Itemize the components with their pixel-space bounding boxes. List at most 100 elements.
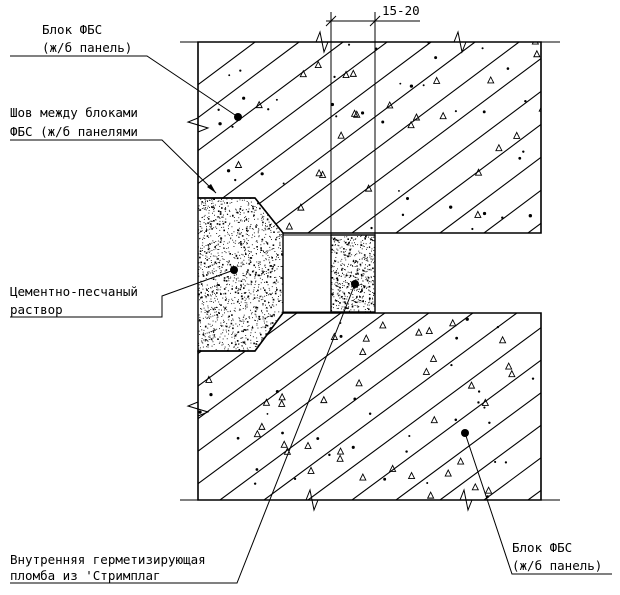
- stipple-dot: [211, 206, 213, 208]
- stipple-dot: [347, 274, 349, 276]
- stipple-dot: [222, 222, 225, 225]
- stipple-dot: [253, 294, 255, 296]
- stipple-dot: [369, 281, 371, 282]
- stipple-dot: [357, 305, 359, 307]
- stipple-dot: [258, 228, 260, 230]
- stipple-dot: [265, 271, 267, 272]
- stipple-dot: [238, 299, 239, 301]
- stipple-dot: [254, 276, 256, 278]
- stipple-dot: [252, 255, 254, 256]
- stipple-dot: [349, 250, 351, 251]
- stipple-dot: [277, 345, 279, 348]
- stipple-dot: [200, 308, 201, 310]
- stipple-dot: [358, 310, 360, 312]
- stipple-dot: [212, 272, 214, 274]
- stipple-dot: [237, 233, 239, 235]
- stipple-dot: [263, 218, 264, 220]
- stipple-dot: [210, 298, 212, 300]
- stipple-dot: [201, 227, 203, 229]
- stipple-dot: [362, 280, 364, 282]
- stipple-dot: [240, 337, 242, 339]
- stipple-dot: [334, 283, 336, 285]
- stipple-dot: [216, 307, 218, 308]
- stipple-dot: [339, 283, 340, 285]
- stipple-dot: [217, 316, 219, 318]
- stipple-dot: [225, 329, 227, 331]
- stipple-dot: [248, 251, 250, 252]
- stipple-dot: [208, 271, 210, 273]
- stipple-dot: [338, 241, 340, 243]
- stipple-dot: [240, 301, 242, 303]
- stipple-dot: [339, 294, 341, 296]
- stipple-dot: [268, 337, 269, 338]
- stipple-dot: [210, 243, 211, 245]
- stipple-dot: [341, 268, 343, 270]
- stipple-dot: [202, 346, 204, 348]
- stipple-dot: [270, 198, 272, 200]
- stipple-dot: [204, 312, 206, 313]
- stipple-dot: [203, 208, 205, 210]
- stipple-dot: [234, 310, 236, 312]
- aggregate-mark: [398, 189, 400, 192]
- stipple-dot: [370, 269, 372, 271]
- stipple-dot: [271, 248, 273, 250]
- stipple-dot: [261, 309, 263, 311]
- stipple-dot: [270, 306, 272, 309]
- stipple-dot: [354, 255, 356, 257]
- stipple-dot: [280, 248, 281, 249]
- stipple-dot: [266, 250, 268, 252]
- stipple-dot: [200, 280, 202, 282]
- stipple-dot: [267, 250, 269, 252]
- stipple-dot: [282, 213, 283, 215]
- stipple-dot: [233, 310, 235, 311]
- stipple-dot: [347, 271, 349, 273]
- stipple-dot: [247, 328, 249, 330]
- stipple-dot: [231, 199, 233, 200]
- stipple-dot: [233, 246, 235, 247]
- stipple-dot: [347, 308, 349, 310]
- stipple-dot: [340, 251, 342, 253]
- hatch-line: [351, 42, 541, 233]
- stipple-dot: [203, 329, 205, 331]
- stipple-dot: [274, 292, 277, 295]
- stipple-dot: [227, 344, 229, 345]
- stipple-dot: [277, 257, 279, 258]
- stipple-dot: [354, 262, 356, 263]
- stipple-dot: [364, 237, 366, 239]
- stipple-dot: [373, 305, 375, 307]
- stipple-dot: [201, 308, 203, 310]
- stipple-dot: [250, 332, 252, 334]
- aggregate-mark: [504, 461, 508, 464]
- stipple-dot: [241, 293, 243, 294]
- stipple-dot: [232, 318, 234, 320]
- stipple-dot: [204, 295, 206, 297]
- stipple-dot: [346, 298, 348, 300]
- stipple-dot: [202, 334, 204, 336]
- stipple-dot: [366, 279, 368, 281]
- aggregate-mark: [399, 82, 402, 85]
- mortar-stipple: [331, 235, 375, 312]
- stipple-dot: [259, 300, 260, 302]
- stipple-dot: [270, 223, 272, 225]
- stipple-dot: [241, 244, 243, 246]
- leader-lines: [10, 55, 612, 584]
- aggregate-mark: [255, 100, 263, 109]
- stipple-dot: [224, 202, 225, 204]
- stipple-dot: [205, 230, 207, 232]
- stipple-dot: [212, 334, 214, 336]
- stipple-dot: [203, 332, 204, 334]
- stipple-dot: [373, 288, 375, 290]
- stipple-dot: [217, 284, 219, 286]
- stipple-dot: [348, 307, 349, 309]
- stipple-dot: [256, 297, 258, 299]
- stipple-dot: [247, 246, 249, 248]
- stipple-dot: [246, 243, 248, 245]
- break-mark: [180, 488, 560, 512]
- aggregate-mark: [236, 436, 240, 440]
- stipple-dot: [250, 280, 252, 282]
- stipple-dot: [272, 217, 274, 218]
- stipple-dot: [267, 228, 269, 230]
- stipple-dot: [359, 268, 361, 270]
- stipple-dot: [220, 271, 222, 273]
